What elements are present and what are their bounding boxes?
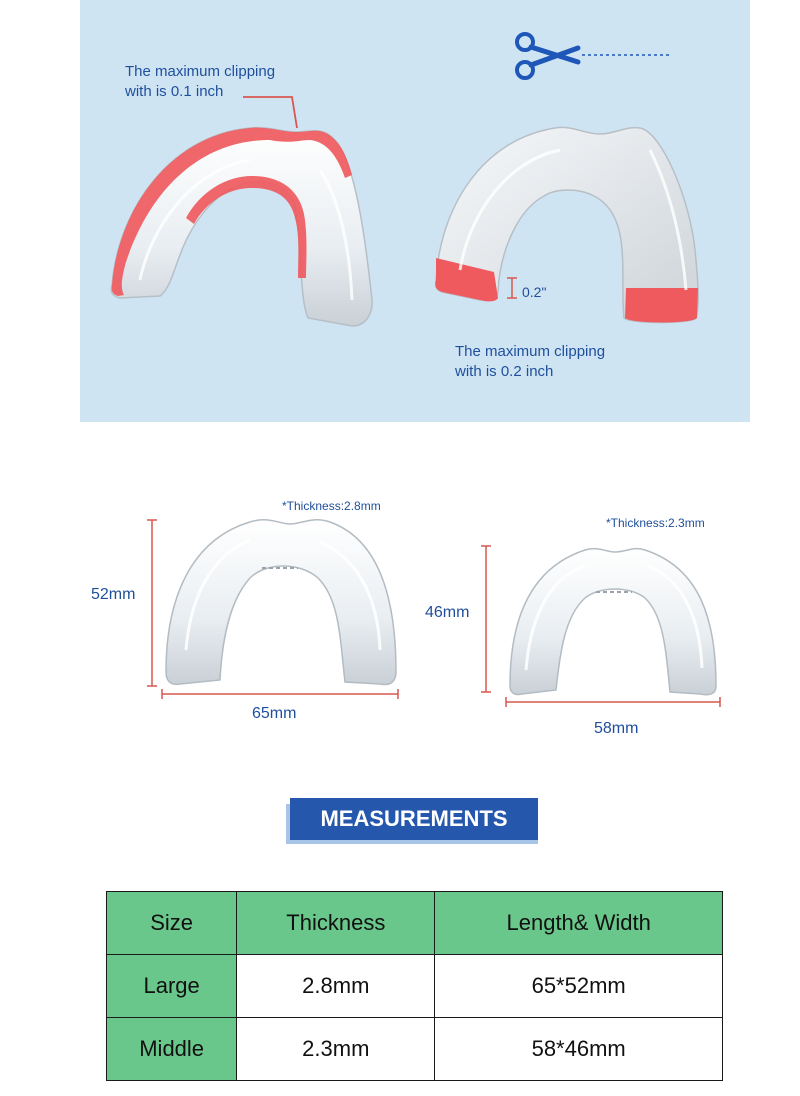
table-header-size: Size <box>105 891 238 955</box>
table-cell-size: Large <box>105 954 238 1018</box>
width-label-large: 65mm <box>252 705 297 722</box>
clipping-note-left-line2: with is 0.1 inch <box>125 83 224 100</box>
measurements-banner: MEASUREMENTS <box>290 798 538 840</box>
table-header-thickness: Thickness <box>236 891 436 955</box>
scissors-icon <box>515 32 672 80</box>
dimension-lines-middle <box>481 545 721 707</box>
table-header-row: Size Thickness Length& Width <box>105 891 723 955</box>
table-cell-length-width: 65*52mm <box>434 954 723 1018</box>
pointer-line-left <box>243 96 298 129</box>
table-row: Large 2.8mm 65*52mm <box>105 954 723 1018</box>
table-cell-thickness: 2.8mm <box>236 954 436 1018</box>
clipping-note-right-line1: The maximum clipping <box>455 343 606 360</box>
thickness-label-large: *Thickness:2.8mm <box>282 499 381 513</box>
size-table: Size Thickness Length& Width Large 2.8mm… <box>105 891 723 1081</box>
height-label-large: 52mm <box>91 586 136 603</box>
clipping-note-left-line1: The maximum clipping <box>125 63 276 80</box>
table-cell-size: Middle <box>105 1017 238 1081</box>
mouthguard-middle <box>509 547 717 696</box>
thickness-label-middle: *Thickness:2.3mm <box>606 516 705 530</box>
clipping-note-right-line2: with is 0.2 inch <box>455 363 554 380</box>
table-cell-thickness: 2.3mm <box>236 1017 436 1081</box>
dimension-lines-large <box>147 519 399 699</box>
cut-length-marker <box>507 277 517 299</box>
table-row: Middle 2.3mm 58*46mm <box>105 1017 723 1081</box>
cut-length-label: 0.2" <box>522 284 547 300</box>
clipping-note-right: The maximum clipping with is 0.2 inch <box>455 342 605 382</box>
width-label-middle: 58mm <box>594 720 639 737</box>
table-cell-length-width: 58*46mm <box>434 1017 723 1081</box>
table-header-length-width: Length& Width <box>434 891 723 955</box>
mouthguard-right-top <box>434 126 699 324</box>
mouthguard-large <box>165 519 397 686</box>
mouthguard-left-top <box>110 126 373 327</box>
height-label-middle: 46mm <box>425 604 470 621</box>
clipping-note-left: The maximum clipping with is 0.1 inch <box>125 62 275 102</box>
